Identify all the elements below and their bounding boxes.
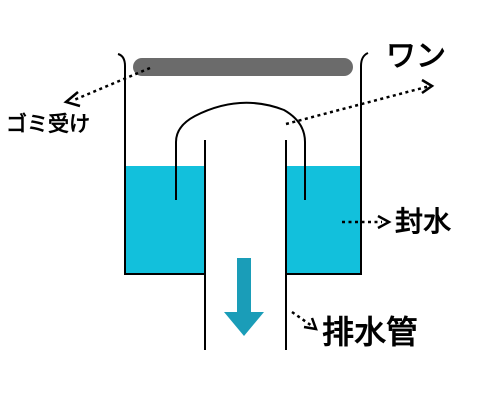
- wan-label: ワン: [386, 39, 446, 74]
- flow-arrow-shaft: [237, 258, 251, 314]
- fusui-label: 封水: [395, 205, 452, 238]
- leader-wan: [285, 78, 435, 126]
- flow-arrow-head: [224, 312, 264, 336]
- water-left: [125, 166, 205, 274]
- leader-haisuikan: [291, 310, 318, 331]
- wan-bell: [175, 101, 306, 200]
- gomi-uke-label: ゴミ受け: [6, 112, 90, 136]
- leader-gomi-uke: [63, 66, 151, 108]
- trap-body-outline: [117, 52, 369, 275]
- leader-fusui: [342, 214, 392, 230]
- haisuikan-label: 排水管: [322, 313, 419, 351]
- water-right: [286, 166, 361, 274]
